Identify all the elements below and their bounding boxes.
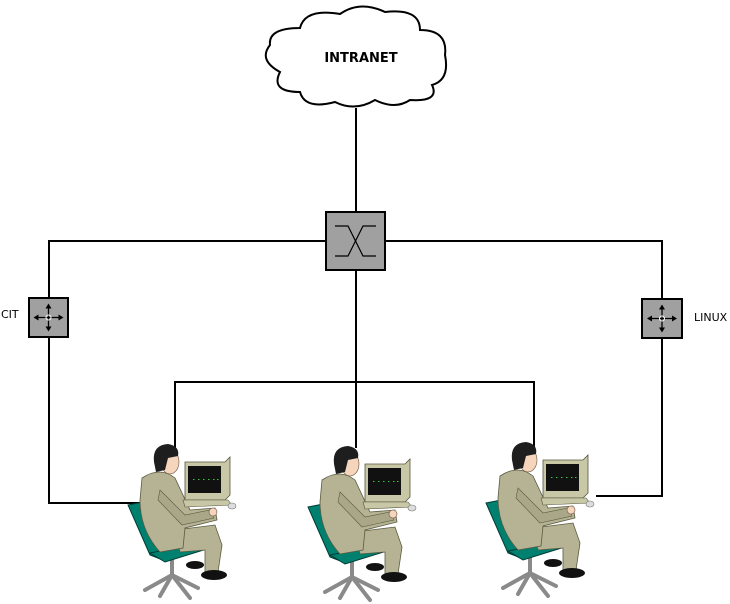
intranet-cloud [264,5,448,108]
link-switch-cit [48,240,326,298]
workstation-user-1 [126,442,238,600]
workstation-user-3 [484,440,596,598]
network-links [48,108,663,504]
router-linux-label: LINUX [694,311,728,324]
link-switch-linux [385,240,663,299]
workstation-user-2 [306,444,418,602]
link-linux-pc3 [596,338,663,497]
link-cit-pc1 [48,337,140,504]
router-cit [28,297,69,338]
link-bus-pcs [174,381,535,450]
router-linux [641,298,683,339]
intranet-label: INTRANET [324,51,398,66]
switch [325,211,386,271]
router-cit-label: CIT [1,308,19,321]
switch-icon [335,225,376,257]
